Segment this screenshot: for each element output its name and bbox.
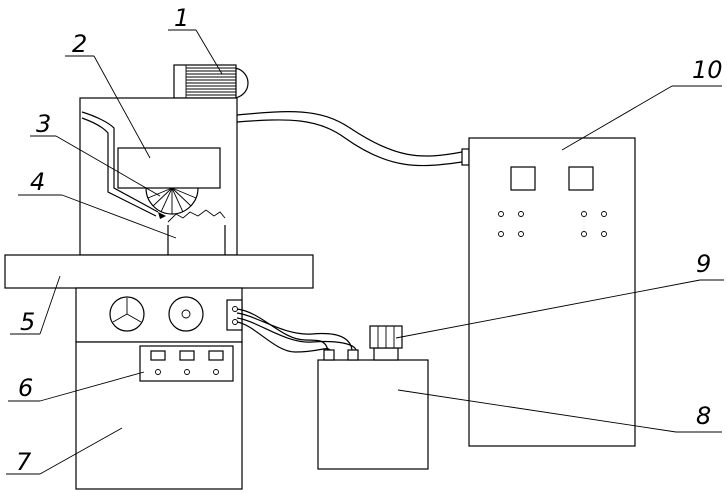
part-2-block: [117, 147, 221, 189]
leader-lines: [6, 29, 724, 475]
part-9-valve: [369, 325, 403, 361]
label-2: 2: [72, 30, 87, 58]
cables: [236, 308, 357, 353]
label-8: 8: [696, 402, 711, 430]
lower-cabinet: [75, 287, 243, 490]
dial-left: [109, 296, 145, 332]
motor-fins: [185, 65, 236, 98]
label-6: 6: [18, 374, 33, 402]
label-1: 1: [174, 4, 189, 32]
motor-1: [173, 64, 249, 99]
label-5: 5: [20, 308, 35, 336]
feed-pipe: [81, 111, 159, 217]
part-8-box: [317, 349, 429, 470]
label-9: 9: [696, 250, 711, 278]
part-10-cabinet: [468, 137, 636, 447]
part-6-control-panel: [139, 345, 234, 382]
hose: [236, 111, 470, 167]
connector-block: [226, 299, 243, 331]
dial-right: [168, 296, 204, 332]
part-labels: 1 2 3 4 5 6 7 8 9 10: [16, 4, 723, 476]
part-5-table: [4, 254, 314, 289]
label-4: 4: [30, 168, 45, 196]
label-7: 7: [16, 448, 32, 476]
label-10: 10: [692, 56, 723, 84]
label-3: 3: [36, 110, 51, 138]
part-3-wheel: [145, 187, 199, 219]
